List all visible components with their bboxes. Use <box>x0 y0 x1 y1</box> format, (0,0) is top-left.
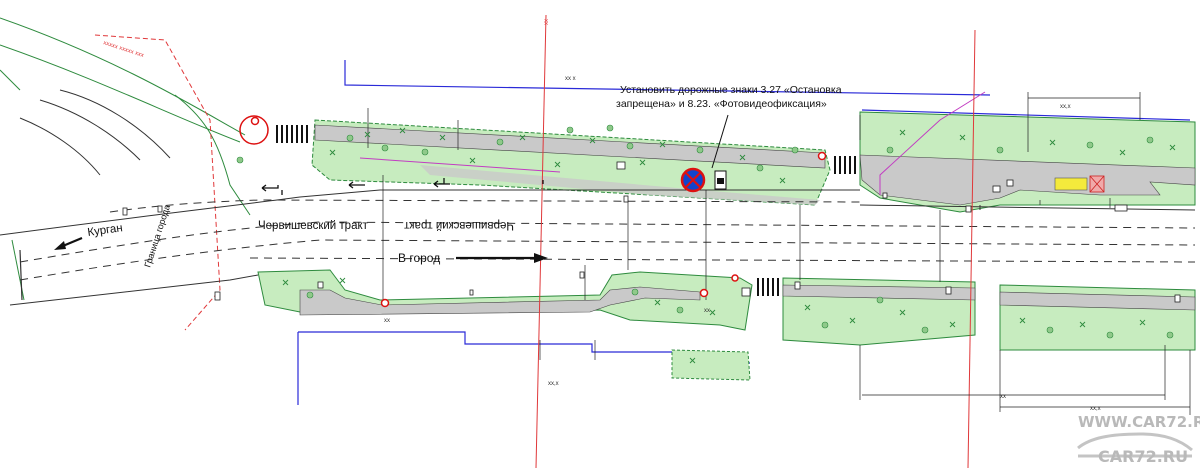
svg-text:хх х: хх х <box>565 76 576 82</box>
svg-text:хх: хх <box>1000 394 1006 400</box>
yellow-bus-stop <box>1054 177 1088 191</box>
svg-text:хх: хх <box>384 318 390 324</box>
lower-mid-sidewalk <box>782 284 976 301</box>
tract-label: Червишевский тракт <box>258 220 369 232</box>
annotation-pointer <box>711 114 729 169</box>
watermark-car-icon <box>1077 432 1193 458</box>
v-gorod-label: В город <box>398 251 440 265</box>
photo-fixation-sign-icon <box>714 170 727 190</box>
magenta-line-upper-right <box>879 91 986 195</box>
kurgan-label: Курган <box>87 222 124 239</box>
no-stopping-sign-icon <box>680 167 706 193</box>
watermark-bottom: CAR72.RU <box>1098 447 1188 466</box>
tree-icon <box>236 124 1174 339</box>
annotation-line1: Установить дорожные знаки 3.27 «Остановк… <box>620 84 842 96</box>
lower-small-island <box>671 349 751 381</box>
sign-posts <box>250 116 827 308</box>
watermark-top: WWW.CAR72.RU <box>1078 413 1200 431</box>
red-small-text: ххххх ххххх ххх <box>102 40 144 59</box>
lane-markings <box>19 199 1196 281</box>
upper-sidewalk <box>314 124 826 169</box>
crosswalk-icon <box>757 278 779 296</box>
crosswalk-icon <box>834 156 856 174</box>
tree-icon <box>282 127 1176 364</box>
turn-arrow-markings <box>261 178 544 195</box>
svg-text:хх: хх <box>704 308 710 314</box>
blue-lines <box>297 60 1191 405</box>
tract-label-mirrored: Червишевский тракт <box>403 219 514 231</box>
magenta-line-upper <box>359 157 561 173</box>
svg-text:хх,х: хх,х <box>1060 104 1071 110</box>
crosswalk-icon <box>276 125 308 143</box>
red-axis-lines <box>535 14 976 468</box>
left-dark-curves <box>19 89 171 176</box>
svg-text:хх,х: хх,х <box>1090 406 1101 412</box>
lower-right-sidewalk <box>999 291 1196 311</box>
lower-sidewalk <box>299 286 701 316</box>
arrow-left-icon <box>54 236 83 250</box>
red-boundary-line <box>94 34 221 331</box>
small-road-signs <box>122 161 1181 303</box>
dimension-texts: хх х хх,х хх хх,х хх,х хх хх <box>384 76 1101 412</box>
arrow-right-icon <box>456 253 548 263</box>
annotation-line2: запрещена» и 8.23. «Фотовидеофиксация» <box>616 98 827 110</box>
upper-right-sidewalk <box>859 154 1196 206</box>
sign-circle-marker <box>239 115 269 145</box>
dimension-lines <box>367 92 1191 415</box>
stop-line-left <box>19 249 23 301</box>
svg-text:хх: хх <box>544 19 550 25</box>
upper-sidewalk-branch <box>420 165 820 205</box>
svg-text:хх,х: хх,х <box>548 381 559 387</box>
left-boundary-lines <box>0 17 251 301</box>
carriageway-edges <box>0 189 1196 306</box>
